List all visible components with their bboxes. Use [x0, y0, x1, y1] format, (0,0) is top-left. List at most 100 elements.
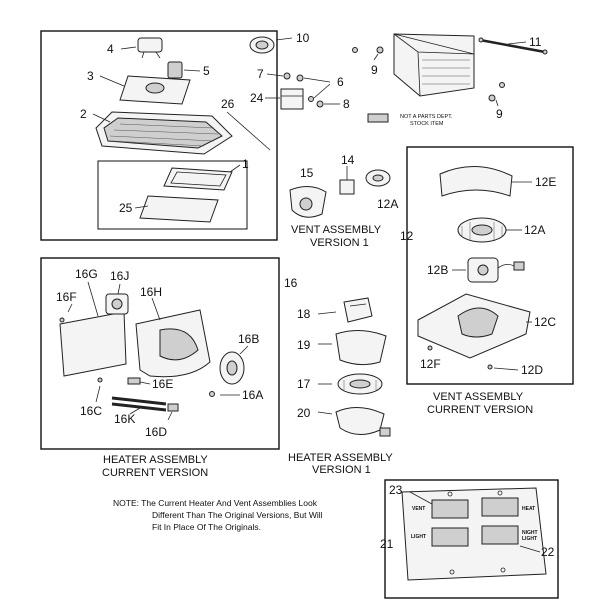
label-12a: 12A [524, 223, 545, 237]
label-24: 24 [250, 91, 264, 105]
part-16b-heater-wheel [219, 351, 245, 385]
label-15: 15 [300, 166, 314, 180]
label-16e: 16E [152, 377, 173, 391]
label-16f: 16F [56, 290, 77, 304]
label-21: 21 [380, 537, 394, 551]
lens-kit-frame [97, 160, 248, 230]
part-12f-screw [427, 345, 433, 351]
part-10-duct-connector [249, 36, 275, 54]
part-24-junction-box [280, 88, 304, 110]
label-9-bottom: 9 [496, 107, 503, 121]
part-12c-mounting-plate [417, 293, 531, 359]
part-12e-scroll-housing [439, 165, 513, 197]
vent-current-caption-line1: VENT ASSEMBLY [433, 391, 524, 403]
housing [393, 33, 475, 97]
label-11: 11 [529, 35, 542, 49]
label-3: 3 [87, 69, 94, 83]
note-line2: Different Than The Original Versions, Bu… [152, 510, 323, 520]
switch-label-heat: HEAT [522, 506, 535, 512]
label-19: 19 [297, 338, 311, 352]
label-16a: 16A [242, 388, 263, 402]
switch-frame [384, 479, 559, 599]
switch-label-night-light: LIGHT [522, 536, 537, 542]
switch-label-night: NIGHT [522, 530, 538, 536]
note-line3: Fit In Place Of The Originals. [152, 522, 261, 532]
label-23: 23 [389, 483, 403, 497]
part-16f-screw [59, 317, 65, 323]
label-9-top: 9 [371, 63, 378, 77]
heater-v1-caption-line1: HEATER ASSEMBLY [288, 452, 393, 464]
label-16: 16 [284, 276, 298, 290]
label-5: 5 [203, 64, 210, 78]
part-25-lens [139, 195, 219, 223]
label-18: 18 [297, 307, 311, 321]
vent-v1-caption-line1: VENT ASSEMBLY [291, 224, 382, 236]
part-16e-clip [127, 377, 141, 385]
part-19-heater-scroll [335, 330, 387, 366]
part-9-screw-top [352, 46, 384, 54]
part-18-thermostat-bracket [343, 297, 373, 323]
label-16c: 16C [80, 404, 102, 418]
label-16d: 16D [145, 425, 167, 439]
label-2: 2 [80, 107, 87, 121]
part-20-heater-motor-plate [335, 407, 391, 437]
label-8: 8 [343, 97, 350, 111]
heater-current-frame [40, 257, 280, 450]
label-12d: 12D [521, 363, 543, 377]
label-25: 25 [119, 201, 133, 215]
part-17-heater-wheel [337, 373, 383, 395]
part-16g-heater-plate [59, 311, 127, 383]
label-26: 26 [221, 97, 235, 111]
part-16a-screw [209, 391, 215, 397]
part-3-reflector-plate [119, 75, 191, 105]
part-21-switch-wall-plate [401, 487, 547, 581]
label-16j: 16J [110, 269, 129, 283]
part-4-light-socket [137, 37, 163, 59]
label-12e: 12E [535, 175, 556, 189]
not-parts-dept-line2: STOCK ITEM [410, 121, 444, 127]
label-7: 7 [257, 67, 264, 81]
label-22: 22 [541, 545, 555, 559]
label-20: 20 [297, 406, 311, 420]
part-2-grille [95, 111, 233, 155]
label-16g: 16G [75, 267, 98, 281]
not-stock-item-part [367, 113, 389, 123]
switch-label-vent: VENT [412, 506, 425, 512]
part-16d-clip [167, 403, 179, 412]
label-12c: 12C [534, 315, 556, 329]
label-17: 17 [297, 377, 311, 391]
heater-current-caption-line1: HEATER ASSEMBLY [103, 454, 208, 466]
note-line1: NOTE: The Current Heater And Vent Assemb… [113, 498, 318, 508]
heater-v1-caption-line2: VERSION 1 [312, 464, 371, 476]
vent-current-caption-line2: CURRENT VERSION [427, 404, 533, 416]
label-14: 14 [341, 153, 355, 167]
part-7-screw [283, 72, 291, 80]
part-6-fasteners [296, 74, 314, 102]
vent-current-frame [406, 146, 574, 385]
label-4: 4 [107, 42, 114, 56]
label-16h: 16H [140, 285, 162, 299]
vent-v1-caption-line2: VERSION 1 [310, 237, 369, 249]
label-12b: 12B [427, 263, 448, 277]
part-14-motor-bracket [339, 166, 355, 195]
label-10: 10 [296, 31, 310, 45]
part-11-hanger-bar [478, 37, 548, 55]
not-parts-dept-line1: NOT A PARTS DEPT. [400, 114, 453, 120]
part-16k-heating-element [111, 396, 167, 412]
part-12d-screw [487, 364, 493, 370]
part-5-socket-clip [167, 61, 183, 79]
label-12f: 12F [420, 357, 441, 371]
grille-assembly-frame [40, 30, 278, 241]
switch-label-light: LIGHT [411, 534, 426, 540]
part-8-screw [316, 100, 324, 108]
part-12a-blower-wheel [457, 217, 507, 243]
part-1-lens-frame [163, 167, 233, 191]
part-16j-thermostat [105, 293, 129, 315]
label-16k: 16K [114, 412, 135, 426]
heater-current-caption-line2: CURRENT VERSION [102, 467, 208, 479]
part-15-vent-housing-v1 [289, 186, 327, 218]
label-12a-top: 12A [377, 197, 398, 211]
part-12b-motor [467, 257, 525, 283]
label-1: 1 [242, 157, 249, 171]
